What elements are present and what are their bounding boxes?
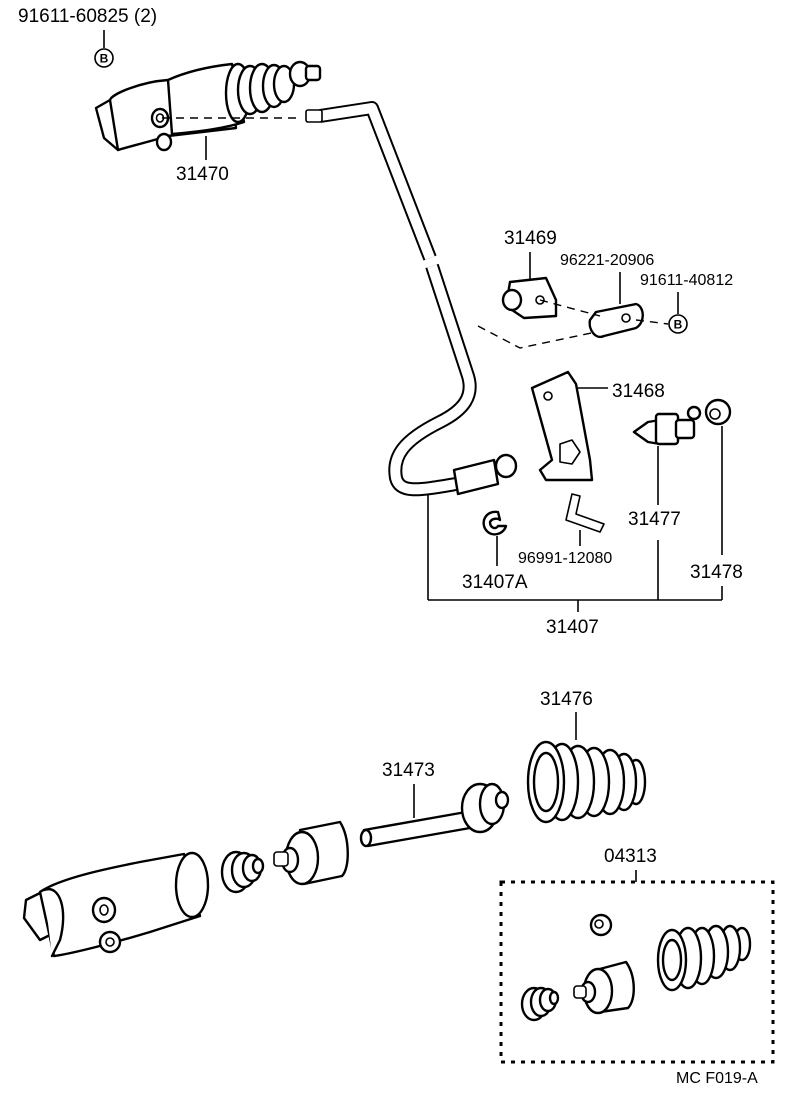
piston-cup	[220, 850, 265, 894]
boot-bellows-top	[236, 62, 296, 116]
label-31407: 31407	[546, 617, 599, 638]
ref-b-symbol-right: B	[668, 314, 688, 334]
label-96221-20906: 96221-20906	[560, 252, 654, 269]
release-cylinder-body-lower	[22, 851, 210, 958]
tube-union-bottom	[494, 453, 518, 479]
kit-piston	[573, 960, 635, 1015]
cylinder-bolt-hole-top	[155, 132, 173, 152]
ref-b-letter-top: B	[100, 52, 109, 66]
clip-96991	[565, 493, 605, 533]
label-31477: 31477	[628, 509, 681, 530]
dashed-bracket-clamp	[539, 299, 601, 317]
clamp-96221	[588, 302, 644, 339]
kit-cup	[520, 986, 560, 1022]
label-04313: 04313	[604, 846, 657, 867]
label-31478: 31478	[690, 562, 743, 583]
callout-bracket-31407	[427, 494, 723, 612]
tube-fitting-bottom	[452, 458, 500, 496]
cylinder-barrel-top	[166, 62, 246, 136]
release-cylinder-assembly-top	[94, 60, 322, 152]
dashed-tube-bracket	[477, 325, 597, 349]
label-31476: 31476	[540, 689, 593, 710]
label-31469: 31469	[504, 228, 557, 249]
label-31470: 31470	[176, 164, 229, 185]
kit-04313-border	[499, 880, 775, 1064]
boot-31476	[526, 740, 647, 824]
kit-boot	[656, 924, 752, 992]
label-bolt-91611-60825: 91611-60825 (2)	[18, 6, 157, 27]
label-91611-40812: 91611-40812	[640, 272, 733, 289]
bleeder-cap-31478	[704, 398, 732, 426]
label-96991-12080: 96991-12080	[518, 550, 612, 567]
piston	[273, 820, 349, 886]
tube-fitting-top	[305, 109, 323, 123]
ref-b-letter-right: B	[674, 318, 683, 332]
kit-bleeder-cap	[589, 913, 613, 937]
label-31407a: 31407A	[462, 572, 528, 593]
ring-31407a	[482, 510, 508, 536]
clutch-tube	[305, 101, 518, 497]
bracket-31468	[530, 370, 594, 482]
ref-b-symbol-top: B	[94, 48, 114, 68]
label-31468: 31468	[612, 381, 665, 402]
bracket-31469	[501, 276, 558, 320]
label-31473: 31473	[382, 760, 435, 781]
figure-code: MC F019-A	[676, 1070, 758, 1087]
push-rod-tip-top	[304, 64, 322, 82]
bleeder-plug-31477	[632, 405, 702, 446]
push-rod-31473	[359, 782, 510, 848]
dashed-clamp-bolt	[635, 319, 669, 325]
